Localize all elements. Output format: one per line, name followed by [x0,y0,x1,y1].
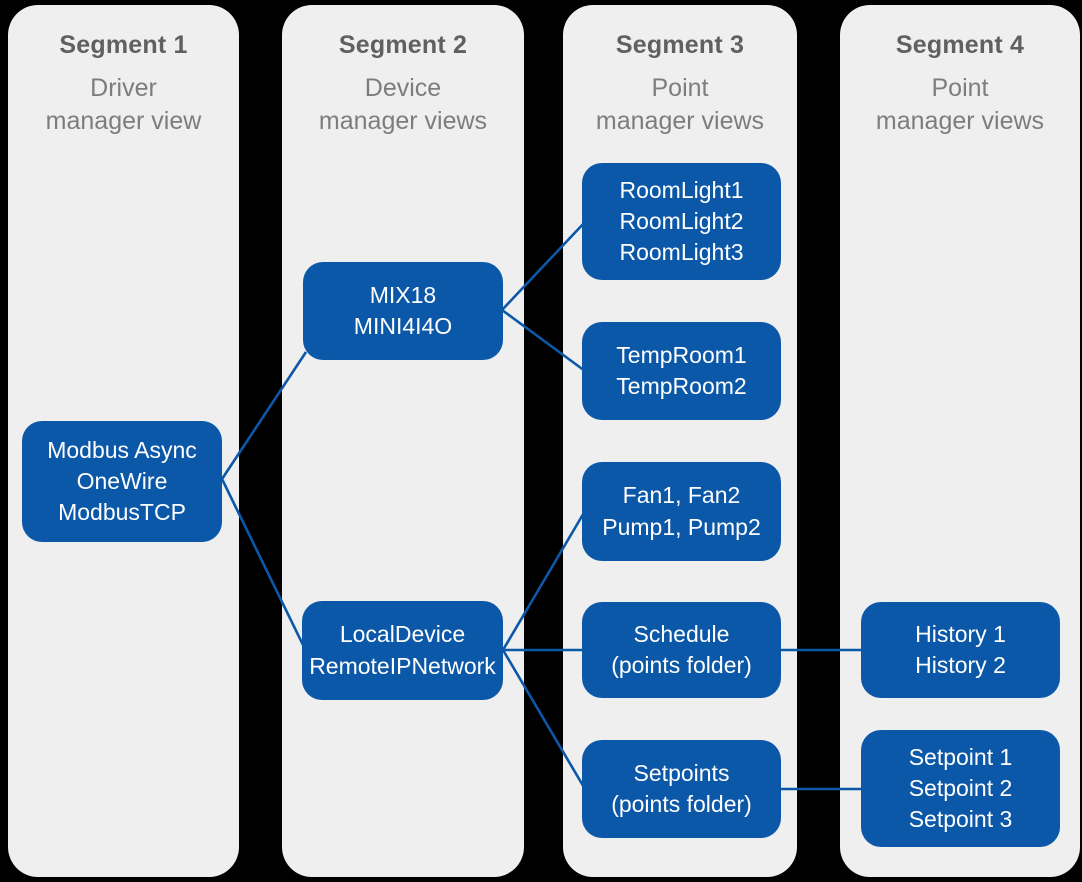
node-history-extensions: History 1 History 2 [861,602,1060,698]
segment-1-title: Segment 1 [59,31,188,59]
node-device-mix: MIX18 MINI4I4O [303,262,503,360]
node-setpoint-list: Setpoint 1 Setpoint 2 Setpoint 3 [861,730,1060,847]
segment-2-title: Segment 2 [338,31,468,59]
node-drivers: Modbus Async OneWire ModbusTCP [22,421,222,542]
segment-4-subtitle: Point manager views [875,74,1045,135]
node-points-fan-pump: Fan1, Fan2 Pump1, Pump2 [582,462,781,561]
node-points-setpoints: Setpoints (points folder) [582,740,781,838]
node-points-schedule: Schedule (points folder) [582,602,781,698]
segment-2-column: Segment 2 Device manager views [282,5,524,877]
segment-3-column: Segment 3 Point manager views [563,5,797,877]
node-device-localdevice: LocalDevice RemoteIPNetwork [302,601,503,700]
segment-4-title: Segment 4 [895,31,1025,59]
node-points-roomlights: RoomLight1 RoomLight2 RoomLight3 [582,163,781,280]
node-points-temprooms: TempRoom1 TempRoom2 [582,322,781,420]
segment-3-title: Segment 3 [615,31,745,59]
segment-1-subtitle: Driver manager view [45,74,202,135]
segment-3-subtitle: Point manager views [595,74,765,135]
segment-2-subtitle: Device manager views [318,74,488,135]
